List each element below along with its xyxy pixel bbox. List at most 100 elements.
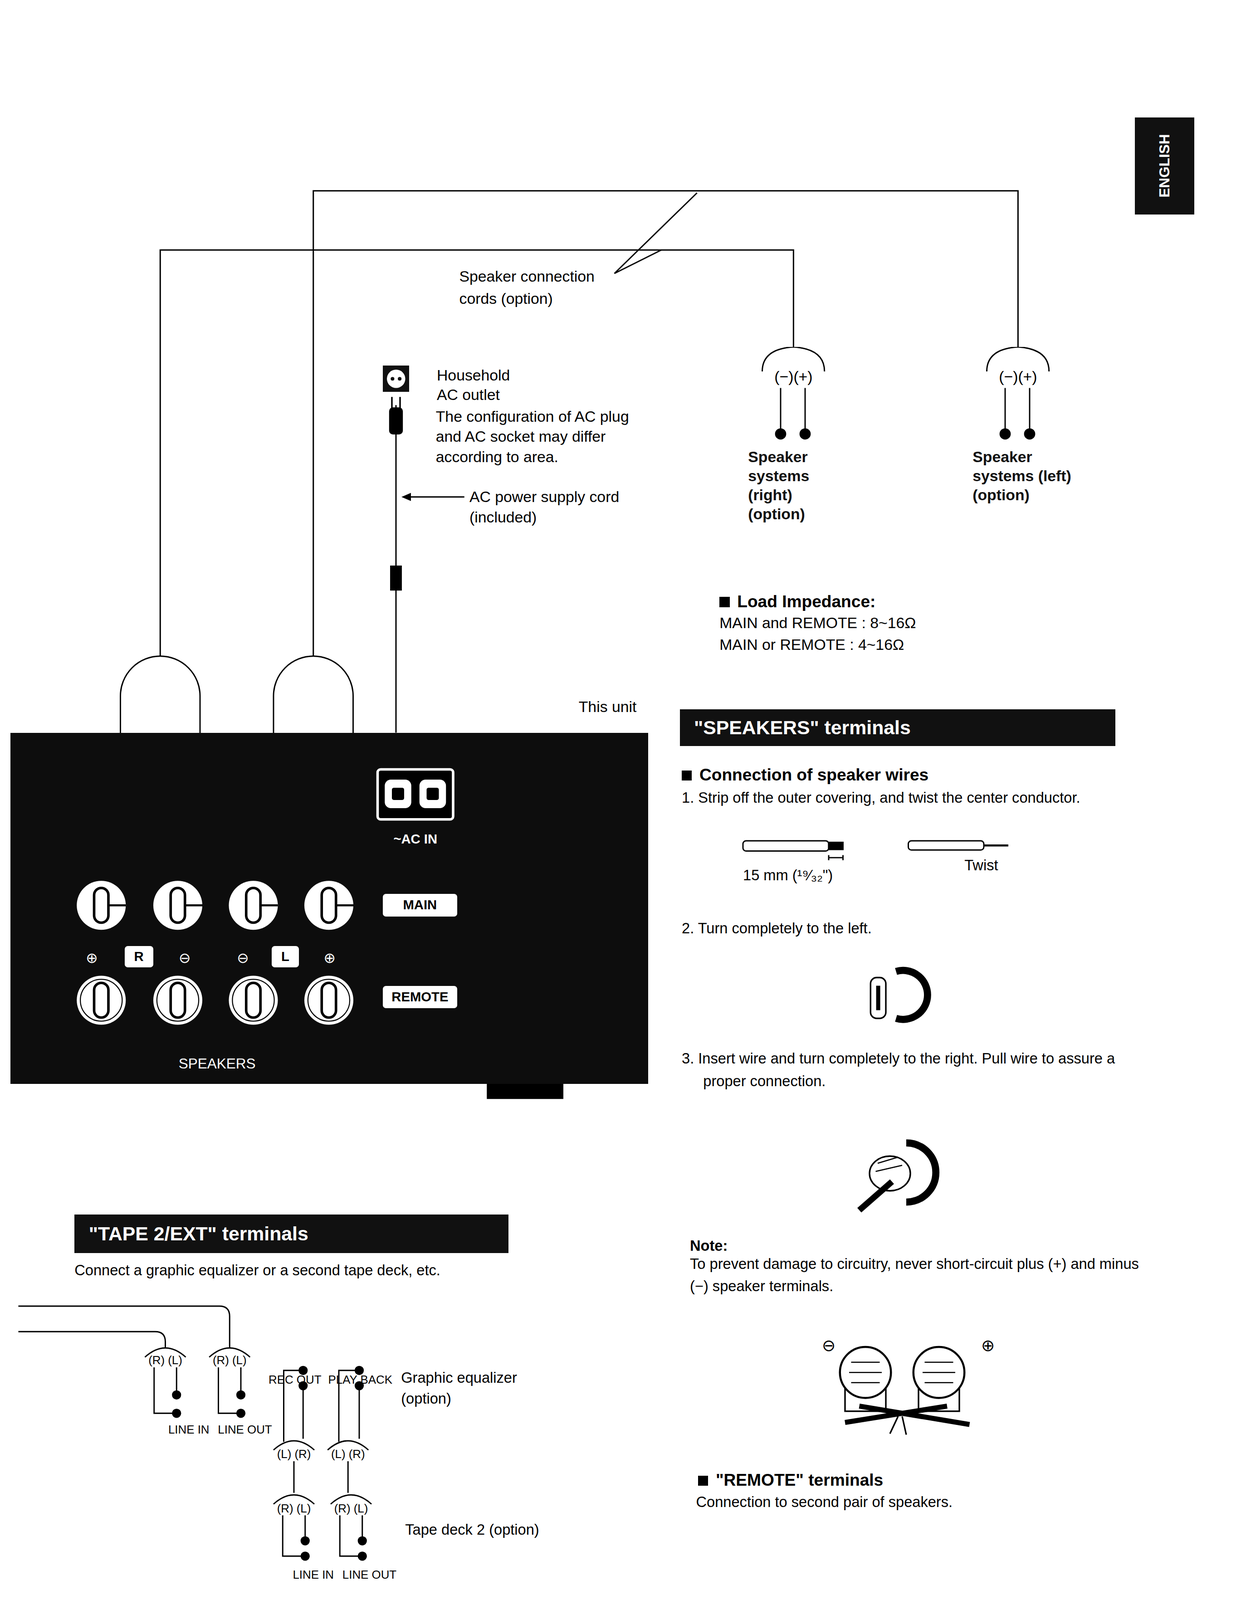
- cord-arches-part: [273, 656, 354, 734]
- terminal-label: LINE IN: [168, 1422, 210, 1437]
- speaker-terminal-knobs-part: [245, 888, 261, 924]
- knob-left-figure-part: [896, 970, 928, 1020]
- speaker-terminal-knobs-part: [228, 975, 278, 1025]
- tape-wiring: [18, 1306, 372, 1561]
- cord-arches-part: [120, 656, 201, 734]
- ac-outlet: Household AC outlet: [382, 365, 529, 406]
- terminal-leads-part: [1024, 428, 1036, 440]
- label-text: 3. Insert wire and turn completely to th…: [681, 1047, 1121, 1094]
- label-text: Graphic equalizer (option): [400, 1367, 544, 1409]
- terminal-label: (R) (L): [212, 1353, 247, 1368]
- terminal-tag: MAIN: [382, 894, 458, 917]
- terminal-tag: R: [124, 946, 154, 968]
- speaker-system: (−)(+)Speaker systems (left) (option): [964, 346, 1072, 505]
- label-text: MAIN or REMOTE : 4~16Ω: [719, 635, 904, 655]
- outlet-icon-part: [382, 365, 410, 393]
- knob-right-figure-part: [859, 1182, 893, 1211]
- outlet-icon-part: [390, 376, 395, 381]
- label-text: Load Impedance:: [719, 591, 876, 612]
- speaker-terminal-knobs-part: [185, 904, 203, 907]
- panel-label: SPEAKERS: [178, 1055, 256, 1073]
- terminal-label: LINE OUT: [217, 1422, 272, 1437]
- ac-socket-part: [377, 769, 454, 820]
- terminal-label: (L) (R): [331, 1446, 366, 1462]
- label-text: Connection of speaker wires: [681, 764, 929, 786]
- tab-label: ENGLISH: [1156, 134, 1173, 198]
- wire-strip-figure-part: [742, 840, 829, 852]
- terminal-leads: [964, 385, 1072, 443]
- section-header: "SPEAKERS" terminals: [679, 709, 1116, 747]
- tape-wiring-part: [154, 1367, 241, 1414]
- terminal-label: LINE OUT: [342, 1567, 397, 1583]
- outlet-label: Household AC outlet: [436, 365, 529, 406]
- terminal-arc: [964, 346, 1072, 372]
- terminal-label: (R) (L): [277, 1500, 312, 1516]
- knob-left-figure-part: [876, 986, 881, 1011]
- terminal-tag: REMOTE: [382, 986, 458, 1009]
- speaker-terminal-knobs-part: [93, 982, 109, 1018]
- terminal-leads-part: [780, 387, 806, 431]
- tape-wiring-part: [293, 1461, 348, 1494]
- speaker-terminal-knobs-part: [307, 979, 350, 1022]
- knob-right-figure: [859, 1143, 937, 1211]
- label-text: 1. Strip off the outer covering, and twi…: [681, 786, 1090, 810]
- tape-wiring-part-part: [171, 1408, 181, 1418]
- terminal-label: (R) (L): [148, 1353, 183, 1368]
- speaker-terminal-knobs-part: [304, 975, 354, 1025]
- short-circuit-figure-part: [889, 1416, 907, 1436]
- speaker-terminal-knobs-part: [170, 982, 186, 1018]
- terminal-leads-part: [775, 428, 787, 440]
- leader-lines-part: [403, 496, 465, 498]
- label-text: The configuration of AC plug and AC sock…: [435, 406, 631, 468]
- label-text: ⊖: [821, 1334, 836, 1356]
- terminal-tag: L: [271, 946, 300, 968]
- label-text: 2. Turn completely to the left.: [681, 919, 872, 939]
- polarity-label: (−)(+): [964, 367, 1072, 386]
- speaker-terminal-knobs-part: [321, 888, 337, 924]
- leader-lines: [403, 192, 698, 500]
- tape-wiring-part-part: [357, 1536, 367, 1546]
- terminal-label: LINE IN: [292, 1567, 334, 1583]
- terminal-label: REC OUT: [268, 1372, 322, 1388]
- speaker-terminal-knobs: [10, 732, 649, 1085]
- speaker-terminal-knobs-part: [109, 904, 126, 907]
- speaker-cord: [313, 190, 1019, 733]
- speaker-terminal-knobs-part: [321, 982, 337, 1018]
- label-text: Speaker connection cords (option): [459, 265, 634, 310]
- label-text: Note:: [689, 1236, 728, 1256]
- bullet-mark: [719, 596, 730, 607]
- leader-lines-part: [614, 192, 698, 274]
- label-text: 15 mm (¹⁹⁄₃₂"): [742, 866, 833, 885]
- wire-strip-figure-part: [828, 855, 844, 861]
- section-title: "TAPE 2/EXT" terminals: [88, 1222, 309, 1246]
- speaker-terminal-knobs-part: [93, 888, 109, 924]
- tape-wiring-part: [18, 1331, 166, 1349]
- speaker-terminal-knobs-part: [76, 880, 126, 930]
- leader-lines-part: [403, 493, 411, 501]
- bullet-mark: [681, 770, 692, 781]
- tape-wiring-part-part: [236, 1390, 246, 1400]
- tape-wiring-part-part: [300, 1536, 310, 1546]
- knob-right-figure-part: [875, 1157, 903, 1173]
- label-text: Connect a graphic equalizer or a second …: [74, 1261, 441, 1281]
- speaker-terminal-knobs-part: [170, 888, 186, 924]
- tape-wiring-part-part: [236, 1408, 246, 1418]
- tape-wiring-part: [18, 1306, 230, 1349]
- unit-caption: This unit: [578, 698, 637, 716]
- speaker-name: Speaker systems (right) (option): [739, 447, 847, 524]
- ac-socket-part: [391, 787, 405, 801]
- speaker-system: (−)(+)Speaker systems (right) (option): [739, 346, 847, 524]
- outlet-icon: [382, 365, 410, 393]
- tape-wiring-part-part: [300, 1551, 310, 1561]
- terminal-leads-part: [1005, 387, 1030, 431]
- speaker-terminal-knobs-part: [232, 979, 274, 1022]
- speaker-terminal-knobs-part: [245, 982, 261, 1018]
- outlet-icon-part: [397, 376, 402, 381]
- amplifier-panel: This unitSPEAKERS~AC INMAINREMOTERL: [10, 732, 649, 1085]
- short-circuit-figure-part: [845, 1406, 970, 1426]
- language-tab: ENGLISH: [1134, 117, 1195, 215]
- label-text: "REMOTE" terminals: [698, 1469, 884, 1491]
- label-text: ⊖: [178, 949, 191, 968]
- terminal-label: (R) (L): [334, 1500, 369, 1516]
- speaker-terminal-knobs-part: [156, 979, 199, 1022]
